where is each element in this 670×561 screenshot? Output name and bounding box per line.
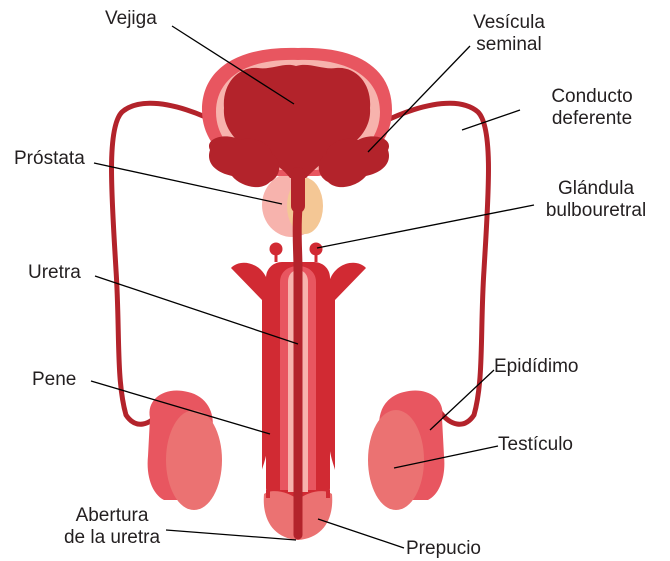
label-vesicula-line1: Vesícula	[462, 12, 556, 34]
label-vesicula-line2: seminal	[462, 34, 556, 56]
leader-prepucio	[318, 519, 404, 548]
leader-conducto	[462, 110, 520, 130]
label-conducto-line2: deferente	[540, 108, 644, 130]
label-glandula-bulbouretral: Glándula bulbouretral	[532, 178, 660, 222]
corpus-cavernosum-left	[231, 263, 268, 470]
label-abertura-line2: de la uretra	[56, 527, 168, 549]
label-abertura-line1: Abertura	[56, 505, 168, 527]
testis-right	[368, 410, 424, 510]
label-uretra: Uretra	[28, 262, 81, 284]
leader-glandula	[317, 205, 534, 248]
leader-epididimo	[430, 370, 494, 430]
label-pene: Pene	[32, 369, 76, 391]
label-epididimo: Epidídimo	[494, 356, 579, 378]
bulbourethral-gland-right	[310, 243, 323, 256]
label-glandula-line1: Glándula	[532, 178, 660, 200]
label-conducto-line1: Conducto	[540, 86, 644, 108]
label-vejiga: Vejiga	[105, 8, 157, 30]
urethra	[297, 172, 300, 535]
label-conducto-deferente: Conducto deferente	[540, 86, 644, 130]
label-prepucio: Prepucio	[406, 538, 481, 560]
bulbourethral-gland-left	[270, 243, 283, 256]
label-vesicula-seminal: Vesícula seminal	[462, 12, 556, 56]
label-testiculo: Testículo	[498, 434, 573, 456]
corpus-cavernosum-right	[329, 263, 366, 470]
label-prostata: Próstata	[14, 148, 85, 170]
label-abertura-uretra: Abertura de la uretra	[56, 505, 168, 549]
testis-left	[166, 410, 222, 510]
label-glandula-line2: bulbouretral	[532, 200, 660, 222]
